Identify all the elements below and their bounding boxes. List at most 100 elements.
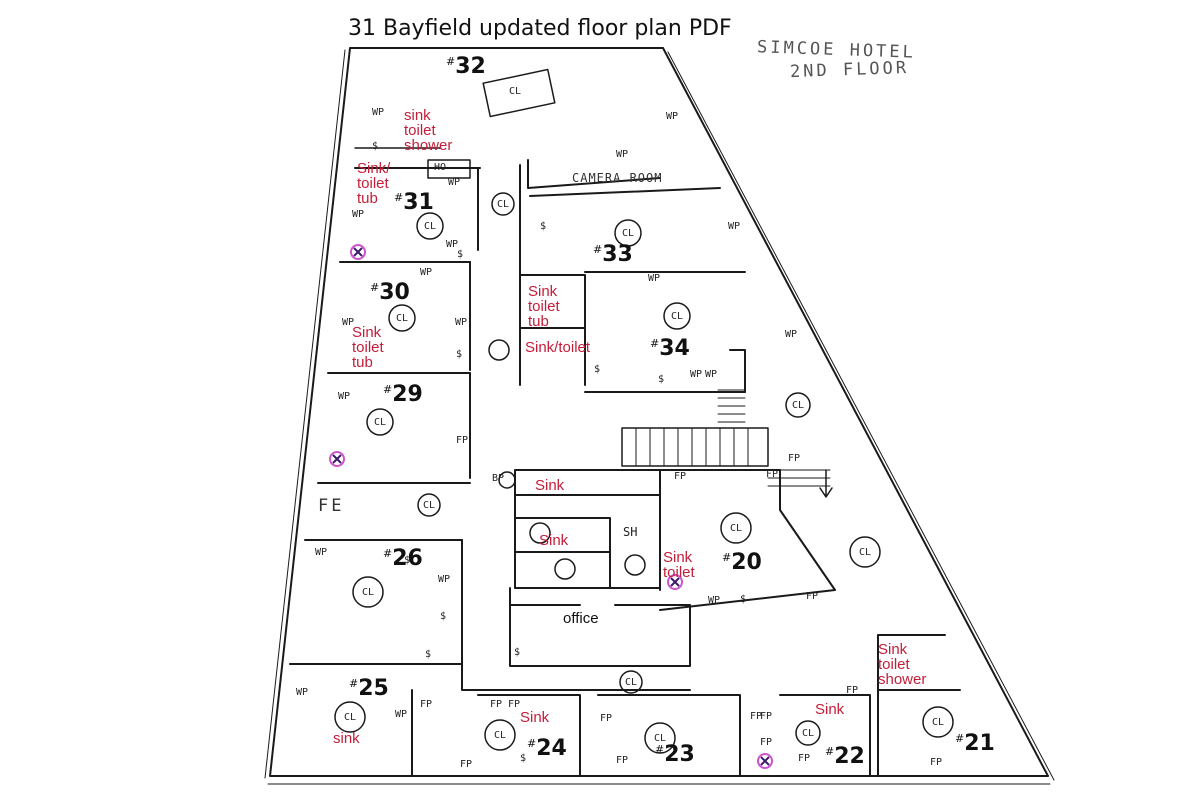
fireplace-label: FP (760, 737, 773, 748)
closet-label: CL (932, 717, 945, 728)
fireplace-label: FP (846, 685, 859, 696)
room-number-24: #24 (527, 736, 567, 761)
wall-23 (597, 694, 741, 777)
closet-label: CL (344, 712, 357, 723)
closet-label: CL (654, 733, 667, 744)
bp-label: BP (492, 473, 505, 484)
fixture-note-22: Sink (815, 701, 845, 718)
room-number-23: #23 (655, 742, 695, 767)
closet-circle (334, 701, 366, 733)
outlet-symbol: $ (457, 249, 464, 260)
stair-treads (635, 427, 749, 467)
wall-21 (877, 634, 961, 777)
closet-label: CL (494, 730, 507, 741)
closet-label: CL (497, 199, 510, 210)
marker-dot (757, 753, 773, 769)
wall-plate-label: WP (616, 149, 629, 160)
wall-plate-label: WP (372, 107, 385, 118)
closet-label: CL (424, 221, 437, 232)
closet-label: CL (509, 86, 522, 97)
marker-dot (667, 574, 683, 590)
stair-upper (717, 389, 746, 423)
fire-extinguisher-label: FE (318, 496, 345, 516)
outlet-symbol: $ (425, 649, 432, 660)
closet-label: CL (625, 677, 638, 688)
room-number-21: #21 (955, 731, 995, 756)
wall-24-left (477, 694, 581, 777)
closet-label: CL (622, 228, 635, 239)
fireplace-label: FP (600, 713, 613, 724)
closet-circle (720, 512, 752, 544)
closet-circle (922, 706, 954, 738)
fixture-note-sink-a: Sink (535, 477, 565, 494)
toilet-circle (529, 522, 551, 544)
wall-corridor (461, 663, 691, 691)
fireplace-label: FP (460, 759, 473, 770)
hot-water-label: HO (434, 162, 447, 173)
room-number-34: #34 (650, 336, 690, 361)
outlet-symbol: $ (594, 364, 601, 375)
wall-22 (779, 694, 871, 777)
closet-circle (388, 304, 416, 332)
closet-circle (488, 339, 510, 361)
fireplace-label: FP (760, 711, 773, 722)
wall-plate-label: WP (338, 391, 351, 402)
wall-plate-label: WP (448, 177, 461, 188)
closet-circle (416, 212, 444, 240)
closet-circle (352, 576, 384, 608)
closet-label: CL (859, 547, 872, 558)
fireplace-label: FP (456, 435, 469, 446)
fixture-note-sink-b: Sink (539, 532, 569, 549)
closet-circle (795, 720, 821, 746)
outlet-symbol: $ (740, 594, 747, 605)
fireplace-label: FP (750, 711, 763, 722)
wall-plate-label: WP (728, 221, 741, 232)
wall-plate-label: WP (455, 317, 468, 328)
room-number-31: #31 (394, 190, 434, 215)
wall-plate-label: WP (352, 209, 365, 220)
toilet-circle (624, 554, 646, 576)
arrow-down (819, 469, 833, 498)
wall-33-bath (519, 274, 586, 386)
wall-plate-label: WP (342, 317, 355, 328)
outer-wall-inner (264, 49, 346, 779)
wall-plate-label: WP (420, 267, 433, 278)
closet-label: CL (671, 311, 684, 322)
fireplace-label: FP (508, 699, 521, 710)
closet-circle (849, 536, 881, 568)
room-number-32: #32 (446, 54, 486, 79)
outlet-symbol: $ (514, 647, 521, 658)
fireplace-label: FP (420, 699, 433, 710)
closet-label: CL (730, 523, 743, 534)
closet-label: CL (792, 400, 805, 411)
wall-plate-label: WP (648, 273, 661, 284)
outlet-symbol: $ (440, 611, 447, 622)
wall-plate-label: WP (708, 595, 721, 606)
wall-plate-label: WP (785, 329, 798, 340)
marker-dot (329, 451, 345, 467)
wall-plate-label: WP (395, 709, 408, 720)
room-number-29: #29 (383, 382, 423, 407)
wall-plate-label: WP (296, 687, 309, 698)
outlet-symbol: $ (520, 753, 527, 764)
wall-plate-label: WP (446, 239, 459, 250)
wall-plate-label: WP (705, 369, 718, 380)
toilet-circle (554, 558, 576, 580)
fireplace-label: FP (616, 755, 629, 766)
closet-circle (417, 493, 441, 517)
closet-circle (491, 192, 515, 216)
closet-label: CL (423, 500, 436, 511)
closet-label: CL (802, 728, 815, 739)
toilet-circle (498, 471, 516, 489)
outlet-symbol: $ (540, 221, 547, 232)
fixture-note-24: Sink (520, 709, 550, 726)
closet-label: CL (396, 313, 409, 324)
wall-plate-label: WP (438, 574, 451, 585)
